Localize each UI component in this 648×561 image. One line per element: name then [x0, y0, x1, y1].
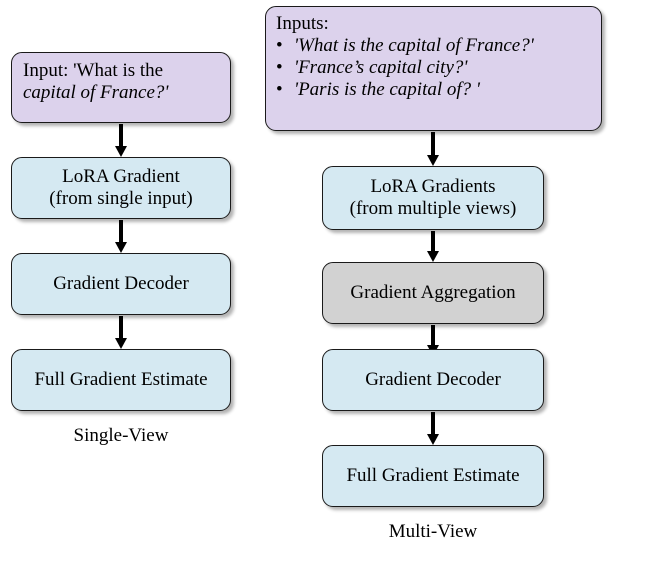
multi-view-gradient-aggregation-box: Gradient Aggregation [322, 262, 544, 324]
multi-view-lora-gradients-box: LoRA Gradients (from multiple views) [322, 166, 544, 230]
multi-view-input-item-3: • 'Paris is the capital of? ' [276, 79, 480, 101]
single-view-gradient-decoder-box: Gradient Decoder [11, 253, 231, 315]
multi-view-gradient-aggregation-label: Gradient Aggregation [350, 281, 516, 303]
single-view-gradient-decoder-label: Gradient Decoder [53, 272, 189, 294]
single-view-input-box: Input: 'What is the capital of France?' [11, 52, 231, 123]
single-view-input-line-2: capital of France?' [23, 82, 169, 104]
multi-view-input-item-1: • 'What is the capital of France?' [276, 35, 534, 57]
multi-view-full-gradient-estimate-box: Full Gradient Estimate [322, 445, 544, 507]
multi-view-lora-gradients-line-2: (from multiple views) [349, 198, 517, 219]
bullet-icon: • [276, 35, 283, 57]
multi-view-input-item-3-text: 'Paris is the capital of? ' [294, 79, 480, 101]
multi-view-input-box: Inputs: • 'What is the capital of France… [265, 6, 602, 131]
multi-view-input-item-2-text: 'France’s capital city?' [294, 57, 468, 79]
bullet-icon: • [276, 57, 283, 79]
multi-view-full-gradient-estimate-label: Full Gradient Estimate [346, 464, 520, 486]
multi-view-input-item-1-text: 'What is the capital of France?' [294, 35, 534, 57]
single-view-caption: Single-View [73, 425, 169, 446]
bullet-icon: • [276, 79, 283, 101]
single-view-input-line-1: Input: 'What is the [23, 60, 164, 81]
multi-view-gradient-decoder-label: Gradient Decoder [365, 368, 501, 390]
single-view-lora-gradient-line-2: (from single input) [49, 188, 193, 209]
multi-view-input-item-2: • 'France’s capital city?' [276, 57, 467, 79]
single-view-lora-gradient-box: LoRA Gradient (from single input) [11, 157, 231, 219]
multi-view-caption: Multi-View [388, 521, 478, 542]
single-view-full-gradient-estimate-label: Full Gradient Estimate [34, 368, 208, 390]
single-view-full-gradient-estimate-box: Full Gradient Estimate [11, 349, 231, 411]
multi-view-lora-gradients-line-1: LoRA Gradients [370, 175, 496, 197]
multi-view-input-heading: Inputs: [276, 13, 329, 34]
multi-view-gradient-decoder-box: Gradient Decoder [322, 349, 544, 411]
single-view-lora-gradient-line-1: LoRA Gradient [62, 165, 180, 187]
